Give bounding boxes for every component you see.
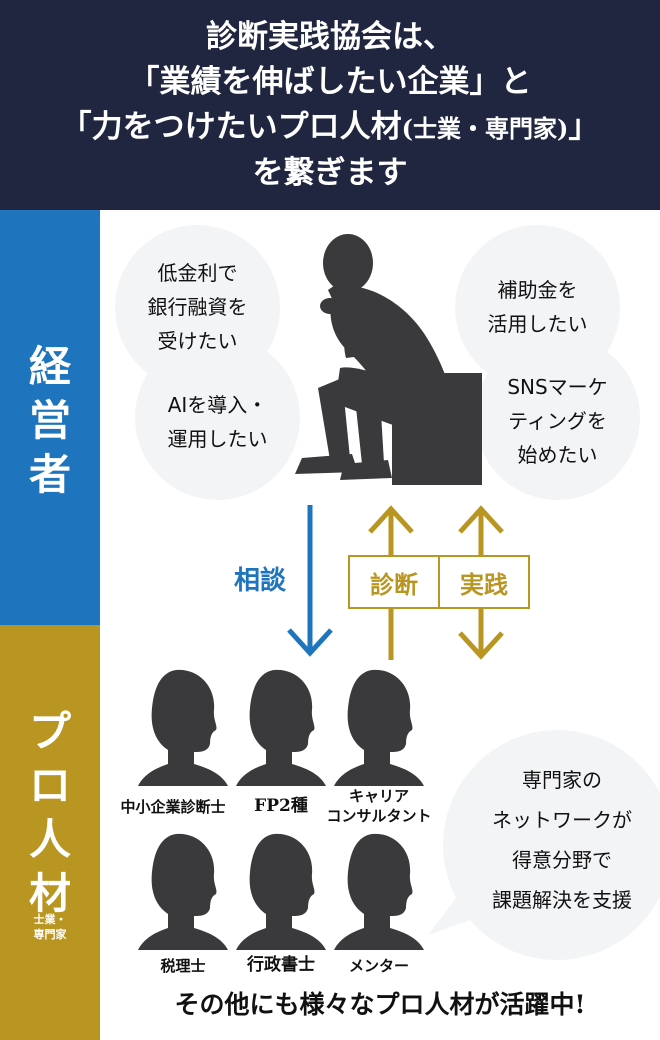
network-line-2: ネットワークが [492,808,632,832]
header-line-2: 「業績を伸ばしたい企業」と [128,64,532,100]
concern-text-sns-3: 始めたい [517,443,598,467]
head-silhouette-icon [236,833,326,950]
head-silhouette-icon [236,669,326,786]
thinking-man-icon [295,234,482,485]
network-line-1: 専門家の [522,768,602,792]
concern-text-sns-1: SNSマーケ [507,375,608,399]
consult-label: 相談 [233,566,286,596]
head-silhouette-icon [138,669,228,786]
concern-text-loan-1: 低金利で [157,261,238,285]
concern-text-sns-2: ティングを [508,409,607,433]
head-silhouette-icon [334,669,424,786]
network-line-3: 得意分野で [512,848,612,872]
managers-label: 経営者 [0,340,100,502]
network-line-4: 課題解決を支援 [492,888,632,912]
diagnose-label: 診断 [370,570,418,599]
pros-sidebar [0,625,100,1040]
footer-tagline: その他にも様々なプロ人材が活躍中! [174,990,586,1019]
header-line-3: 「力をつけたいプロ人材(士業・専門家)」 [0,105,660,151]
practice-label: 実践 [438,557,528,607]
header-line-3-end: 」 [568,109,600,145]
concern-text-sns: SNSマーケ ティングを 始めたい [475,370,640,472]
network-speech-bubble [428,729,660,960]
header-line-3-main: 「力をつけたいプロ人材 [60,109,402,145]
head-silhouette-icon [138,833,228,950]
pros-label: プロ人材 [0,705,100,921]
header-line-1: 診断実践協会は、 [206,19,454,55]
concern-text-ai-2: 運用したい [167,427,268,451]
concern-text-subsidy: 補助金を 活用したい [455,273,620,341]
concern-text-loan: 低金利で 銀行融資を 受けたい [115,256,280,358]
pro-label-career-1: キャリア [348,787,409,805]
concern-bubble-sns [475,335,640,500]
pros-sublabel-line-1: 士業・ [33,913,67,926]
header-line-3-small: (士業・専門家) [401,114,569,143]
pro-label-gyosei: 行政書士 [247,955,315,975]
managers-label-text: 経営者 [29,342,72,499]
concern-text-loan-3: 受けたい [157,329,238,353]
managers-sidebar [0,210,100,625]
pro-label-shindanshi: 中小企業診断士 [120,798,226,816]
arrow-down-icon [287,505,333,657]
concern-text-loan-2: 銀行融資を [147,295,248,319]
pros-sublabel-line-2: 専門家 [33,928,67,941]
concern-text-subsidy-1: 補助金を [497,278,578,302]
diagnose-practice-box: 診断 実践 [348,555,530,609]
concern-text-ai-1: AIを導入・ [167,393,268,417]
head-silhouette-icon [334,833,424,950]
concern-text-subsidy-2: 活用したい [487,312,588,336]
concern-text-ai: AIを導入・ 運用したい [135,388,300,456]
header-line-4: を繋ぎます [252,155,408,191]
header-banner: 診断実践協会は、 「業績を伸ばしたい企業」と 「力をつけたいプロ人材(士業・専門… [0,0,660,210]
pro-label-career: キャリア コンサルタント [316,786,442,826]
pros-sublabel: 士業・ 専門家 [0,912,100,942]
pro-label-zeirishi: 税理士 [160,957,206,975]
pro-label-mentor: メンター [348,957,409,975]
pros-label-text: プロ人材 [29,707,72,918]
network-bubble-text: 専門家の ネットワークが 得意分野で 課題解決を支援 [462,760,660,920]
pro-label-career-2: コンサルタント [326,807,432,825]
pro-label-fp2: FP2種 [254,796,308,816]
concern-bubble-ai [135,335,300,500]
